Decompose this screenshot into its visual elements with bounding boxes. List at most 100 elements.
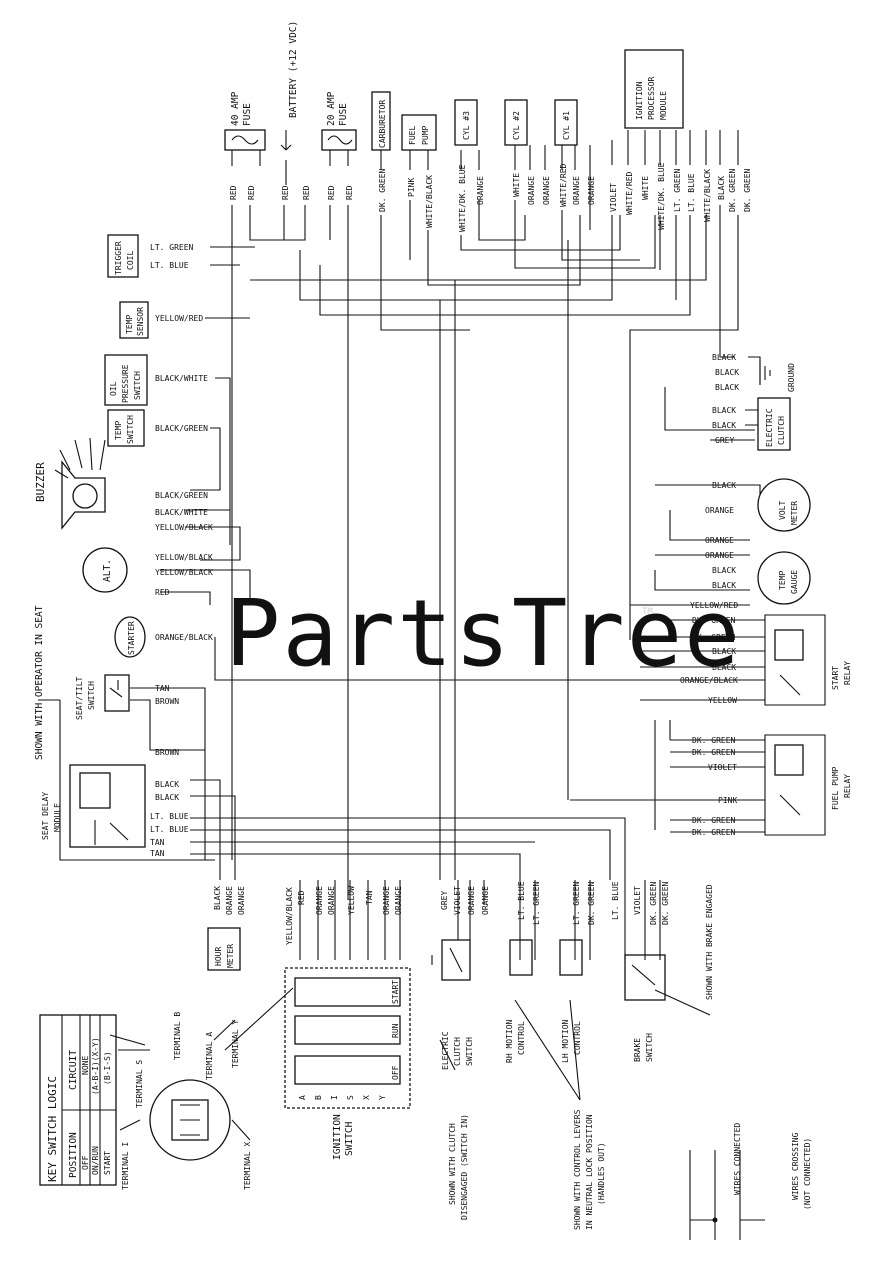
wire-label: PINK bbox=[407, 178, 416, 197]
cyl2-label: CYL #2 bbox=[512, 111, 521, 140]
rh-label-2: CONTROL bbox=[517, 1021, 526, 1055]
brake-switch: BRAKE SWITCH bbox=[624, 954, 666, 1062]
temp-sensor-label-2: SENSOR bbox=[136, 307, 145, 336]
wire-label: DK. GREEN bbox=[692, 736, 736, 745]
seat-tilt-label-2: SWITCH bbox=[87, 681, 96, 710]
temp-gauge-label-2: GAUGE bbox=[790, 570, 799, 594]
icm-label-3: MODULE bbox=[659, 91, 668, 120]
terminal-x-label: TERMINAL X bbox=[243, 1142, 252, 1190]
volt-meter-label-2: METER bbox=[790, 501, 799, 525]
wire-label: PINK bbox=[718, 796, 737, 805]
clutch-note-1: SHOWN WITH CLUTCH bbox=[448, 1123, 457, 1205]
terminal-a-label: TERMINAL A bbox=[205, 1032, 214, 1080]
wire-label: WHITE bbox=[512, 173, 521, 197]
levers-note-1: SHOWN WITH CONTROL LEVERS bbox=[573, 1109, 582, 1230]
wire-label: RED bbox=[345, 185, 354, 200]
fuse-20-amp: 20 AMP FUSE bbox=[321, 91, 357, 151]
wire-label: DK. GREEN bbox=[743, 168, 752, 212]
wire-label: YELLOW/BLACK bbox=[155, 523, 213, 532]
ign-pos-start: START bbox=[391, 980, 400, 1004]
fuel-pump-label-2: PUMP bbox=[421, 126, 430, 145]
legend-connected: WIRES CONNECTED bbox=[733, 1123, 742, 1195]
wire-label: LT. GREEN bbox=[150, 243, 194, 252]
wire-label: BLACK bbox=[712, 647, 736, 656]
wire-label: ORANGE bbox=[327, 886, 336, 915]
ground-symbol: GROUND bbox=[759, 360, 796, 392]
wire-label: VIOLET bbox=[453, 886, 462, 915]
wire-label: ORANGE bbox=[476, 176, 485, 205]
temp-switch-label-1: TEMP bbox=[114, 421, 123, 440]
wire-label: YELLOW/RED bbox=[690, 601, 738, 610]
wire-label: YELLOW bbox=[347, 886, 356, 915]
wire-label: BLACK bbox=[155, 793, 179, 802]
ign-pos-off: OFF bbox=[391, 1065, 400, 1080]
ksl-row1-pos: OFF bbox=[81, 1155, 90, 1170]
rh-label-1: RH MOTION bbox=[505, 1019, 514, 1063]
wire-label: RED bbox=[155, 588, 170, 597]
ign-term-x: X bbox=[362, 1095, 371, 1100]
wire-label: VIOLET bbox=[633, 886, 642, 915]
buzzer-label: BUZZER bbox=[34, 462, 47, 502]
wire-label: BLACK bbox=[155, 780, 179, 789]
seat-tilt-label-1: SEAT/TILT bbox=[75, 676, 84, 720]
wire-label: BLACK bbox=[712, 581, 736, 590]
wire-label: BLACK bbox=[712, 481, 736, 490]
wire-label: BLACK bbox=[715, 383, 739, 392]
ksl-row1-circ: NONE bbox=[81, 1056, 90, 1075]
wire-label: ORANGE bbox=[315, 886, 324, 915]
wire-label: ORANGE/BLACK bbox=[155, 633, 213, 642]
wire-label: BLACK/GREEN bbox=[155, 491, 208, 500]
ignition-label-2: SWITCH bbox=[344, 1121, 355, 1156]
ign-term-b: B bbox=[314, 1095, 323, 1100]
wire-label: LT. GREEN bbox=[572, 881, 581, 925]
ign-term-s: S bbox=[346, 1095, 355, 1100]
oil-label-2: PRESSURE bbox=[121, 364, 130, 403]
clutch-note-2: DISENGAGED (SWITCH IN) bbox=[460, 1114, 469, 1220]
ign-pos-run: RUN bbox=[391, 1023, 400, 1038]
seat-tilt-switch: SEAT/TILT SWITCH bbox=[75, 674, 130, 720]
start-relay-label-1: START bbox=[831, 666, 840, 690]
wire-label: BLACK/GREEN bbox=[155, 424, 208, 433]
wire-label: BLACK bbox=[712, 406, 736, 415]
seat-delay-module: SEAT DELAY MODULE bbox=[41, 764, 146, 848]
electric-clutch: ELECTRIC CLUTCH bbox=[757, 397, 791, 451]
wire-label: YELLOW/BLACK bbox=[155, 553, 213, 562]
wire-label: DK. GREEN bbox=[692, 816, 736, 825]
fuel-pump: FUEL PUMP bbox=[401, 114, 437, 151]
hour-meter-label-2: METER bbox=[226, 944, 235, 968]
fuse-20-label-2: FUSE bbox=[338, 103, 349, 126]
wire-label: BLACK/WHITE bbox=[155, 374, 208, 383]
temp-sensor: TEMP SENSOR bbox=[119, 301, 149, 339]
volt-meter: VOLT METER bbox=[757, 478, 811, 532]
wire-label: GREY bbox=[715, 436, 734, 445]
wire-label: YELLOW/RED bbox=[155, 314, 203, 323]
wire-routing bbox=[38, 130, 826, 1240]
seat-delay-label-2: MODULE bbox=[53, 803, 62, 832]
wire-label: RED bbox=[297, 890, 306, 905]
wire-label: VIOLET bbox=[609, 183, 618, 212]
wire-label: WHITE/RED bbox=[625, 171, 634, 215]
ksl-row3-pos: START bbox=[103, 1151, 112, 1175]
wire-label: ORANGE bbox=[527, 176, 536, 205]
ignition-processor-module: IGNITION PROCESSOR MODULE bbox=[624, 49, 684, 129]
wire-label: RED bbox=[327, 185, 336, 200]
wire-label: ORANGE bbox=[572, 176, 581, 205]
starter-label: STARTER bbox=[127, 621, 136, 655]
wire-label: LT. BLUE bbox=[517, 881, 526, 920]
wire-label: LT. BLUE bbox=[150, 261, 189, 270]
start-relay: START RELAY bbox=[774, 629, 852, 696]
wire-label: DK. GREEN bbox=[692, 633, 736, 642]
wire-label: DK. GREEN bbox=[692, 748, 736, 757]
lh-label-1: LH MOTION bbox=[561, 1019, 570, 1063]
starter: STARTER bbox=[114, 616, 146, 658]
wire-label: DK. GREEN bbox=[728, 168, 737, 212]
wire-label: BLACK/WHITE bbox=[155, 508, 208, 517]
lh-label-2: CONTROL bbox=[573, 1021, 582, 1055]
terminal-i-label: TERMINAL I bbox=[121, 1142, 130, 1190]
watermark-tm: TM bbox=[642, 607, 653, 617]
wire-label: BLACK bbox=[712, 421, 736, 430]
key-switch-logic-table: KEY SWITCH LOGIC POSITION CIRCUIT OFF NO… bbox=[39, 1014, 117, 1186]
temp-switch-label-2: SWITCH bbox=[126, 415, 135, 444]
icm-label-2: PROCESSOR bbox=[647, 76, 656, 120]
ign-term-y: Y bbox=[378, 1095, 387, 1100]
